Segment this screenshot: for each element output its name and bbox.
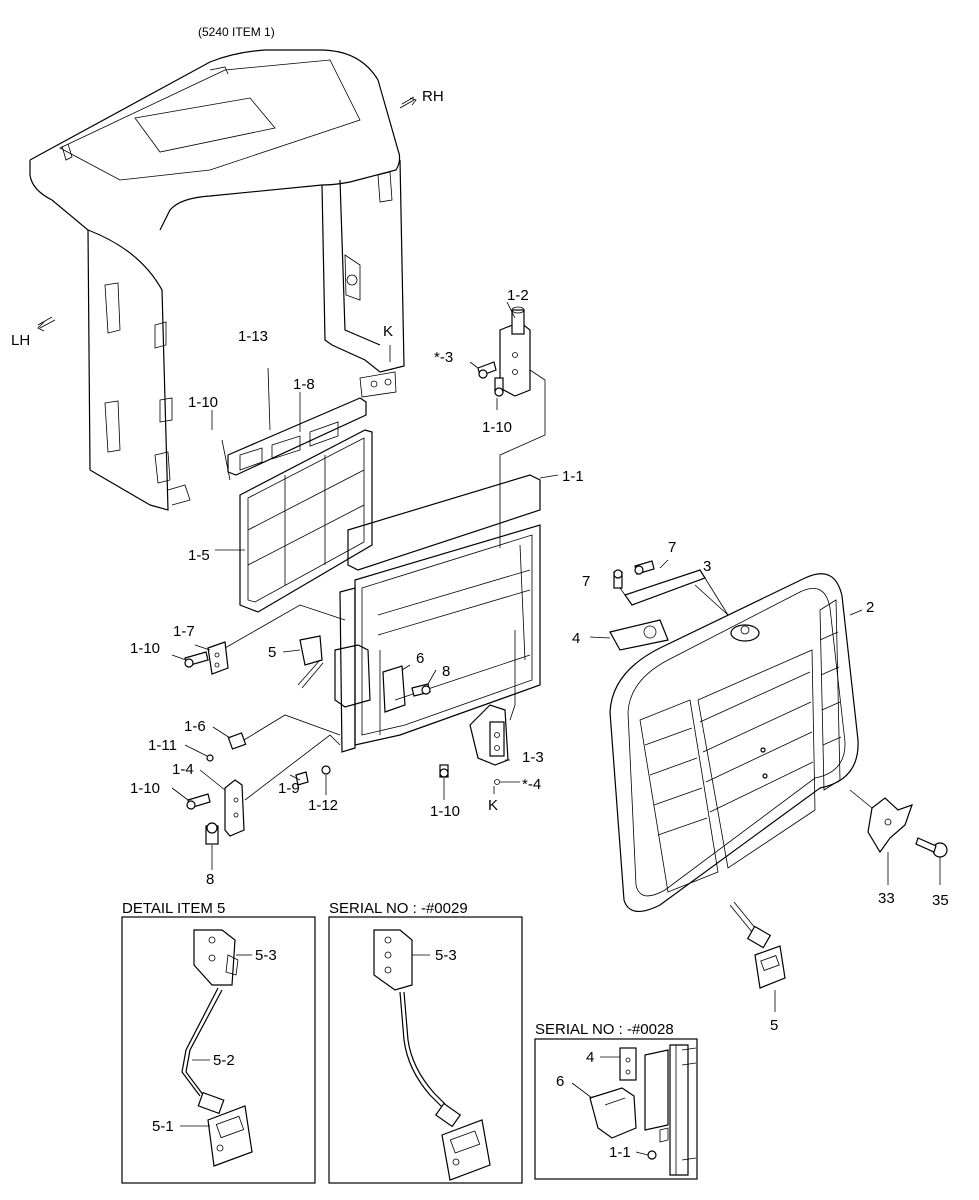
callout-3: 3 bbox=[703, 558, 711, 575]
serial-0028-label-6: 6 bbox=[556, 1073, 564, 1090]
pin-1-9 bbox=[295, 771, 309, 786]
lh-direction-label: LH bbox=[11, 332, 30, 349]
front-grille bbox=[609, 573, 859, 912]
callout-1-7: 1-7 bbox=[173, 623, 195, 640]
callout-1-2: 1-2 bbox=[507, 287, 529, 304]
screw-1-11 bbox=[206, 754, 214, 762]
rh-direction-label: RH bbox=[422, 88, 444, 105]
callout-1-4: 1-4 bbox=[172, 761, 194, 778]
lower-hinge bbox=[469, 704, 509, 785]
callout-5-handle: 5 bbox=[770, 1017, 778, 1034]
detail-item5-label-5-3: 5-3 bbox=[255, 947, 277, 964]
callout-1-1: 1-1 bbox=[562, 468, 584, 485]
nut-1-12 bbox=[321, 765, 331, 775]
callout-4: 4 bbox=[572, 630, 580, 647]
callout-1-8: 1-8 bbox=[293, 376, 315, 393]
cover-plate bbox=[227, 397, 367, 476]
latch-receiver bbox=[334, 644, 371, 708]
callout-1-3: 1-3 bbox=[522, 749, 544, 766]
callout-1-6: 1-6 bbox=[184, 718, 206, 735]
callout-star-4: *-4 bbox=[522, 776, 541, 793]
callout-8-a: 8 bbox=[442, 663, 450, 680]
serial-0029-title: SERIAL NO : -#0029 bbox=[329, 900, 468, 917]
canopy-hood bbox=[29, 49, 405, 511]
rh-arrow-icon bbox=[399, 96, 417, 109]
upper-hinge bbox=[499, 306, 531, 397]
bolt-1-10-hinge bbox=[494, 377, 504, 397]
callout-1-13: 1-13 bbox=[238, 328, 268, 345]
callout-33: 33 bbox=[878, 890, 895, 907]
callout-1-12: 1-12 bbox=[308, 797, 338, 814]
callout-1-9: 1-9 bbox=[278, 780, 300, 797]
serial-0028-label-1-1: 1-1 bbox=[609, 1144, 631, 1161]
callout-35: 35 bbox=[932, 892, 949, 909]
bracket-1-7 bbox=[207, 641, 229, 675]
detail-item5-latch bbox=[181, 929, 253, 1167]
k-marker-bottom: K bbox=[488, 797, 498, 814]
bolt-8-lower bbox=[205, 822, 219, 845]
callout-1-10-e: 1-10 bbox=[430, 803, 460, 820]
bolt-35 bbox=[915, 837, 948, 858]
callout-8-b: 8 bbox=[206, 871, 214, 888]
bracket-1-4 bbox=[224, 779, 245, 837]
detail-item5-box bbox=[121, 916, 316, 1184]
bolt-7-lower bbox=[613, 569, 623, 589]
callout-1-10-b: 1-10 bbox=[482, 419, 512, 436]
bolt-star-3 bbox=[477, 361, 497, 379]
callout-1-10-c: 1-10 bbox=[130, 640, 160, 657]
bracket-33 bbox=[867, 797, 913, 854]
callout-6: 6 bbox=[416, 650, 424, 667]
leader-lines bbox=[171, 301, 941, 1012]
callout-2: 2 bbox=[866, 599, 874, 616]
callout-star-3: *-3 bbox=[434, 349, 453, 366]
serial-0029-label-5-3: 5-3 bbox=[435, 947, 457, 964]
bracket-3 bbox=[624, 569, 706, 606]
serial-0028-title: SERIAL NO : -#0028 bbox=[535, 1021, 674, 1038]
detail-item5-label-5-2: 5-2 bbox=[213, 1052, 235, 1069]
k-marker-top: K bbox=[383, 323, 393, 340]
door-frame bbox=[339, 474, 541, 753]
callout-5-frame: 5 bbox=[268, 644, 276, 661]
serial-0029-box bbox=[328, 916, 523, 1184]
bolt-1-10-bracket bbox=[186, 793, 211, 810]
bolt-1-10-lower bbox=[439, 764, 449, 778]
filter-panel bbox=[239, 429, 373, 613]
lh-arrow-icon bbox=[37, 316, 56, 332]
callout-1-5: 1-5 bbox=[188, 547, 210, 564]
serial-0028-label-4: 4 bbox=[586, 1049, 594, 1066]
callout-1-10-a: 1-10 bbox=[188, 394, 218, 411]
detail-item5-label-5-1: 5-1 bbox=[152, 1118, 174, 1135]
callout-7-a: 7 bbox=[668, 539, 676, 556]
callout-1-10-d: 1-10 bbox=[130, 780, 160, 797]
callout-1-11: 1-11 bbox=[148, 737, 177, 754]
latch-5-frame bbox=[297, 635, 324, 689]
bolt-1-10-left bbox=[184, 651, 209, 668]
bolt-8-frame bbox=[411, 683, 431, 697]
detail-item5-title: DETAIL ITEM 5 bbox=[122, 900, 225, 917]
serial-0028-frame bbox=[589, 1044, 697, 1176]
latch-handle-5 bbox=[729, 901, 786, 989]
bracket-6 bbox=[382, 665, 406, 713]
callout-7-b: 7 bbox=[582, 573, 590, 590]
serial-0029-latch bbox=[373, 929, 491, 1181]
spacer-1-6 bbox=[227, 732, 247, 750]
bracket-4 bbox=[609, 619, 669, 651]
header-reference: (5240 ITEM 1) bbox=[198, 25, 275, 39]
bolt-7-upper bbox=[634, 560, 655, 575]
serial-0028-box bbox=[534, 1038, 698, 1180]
